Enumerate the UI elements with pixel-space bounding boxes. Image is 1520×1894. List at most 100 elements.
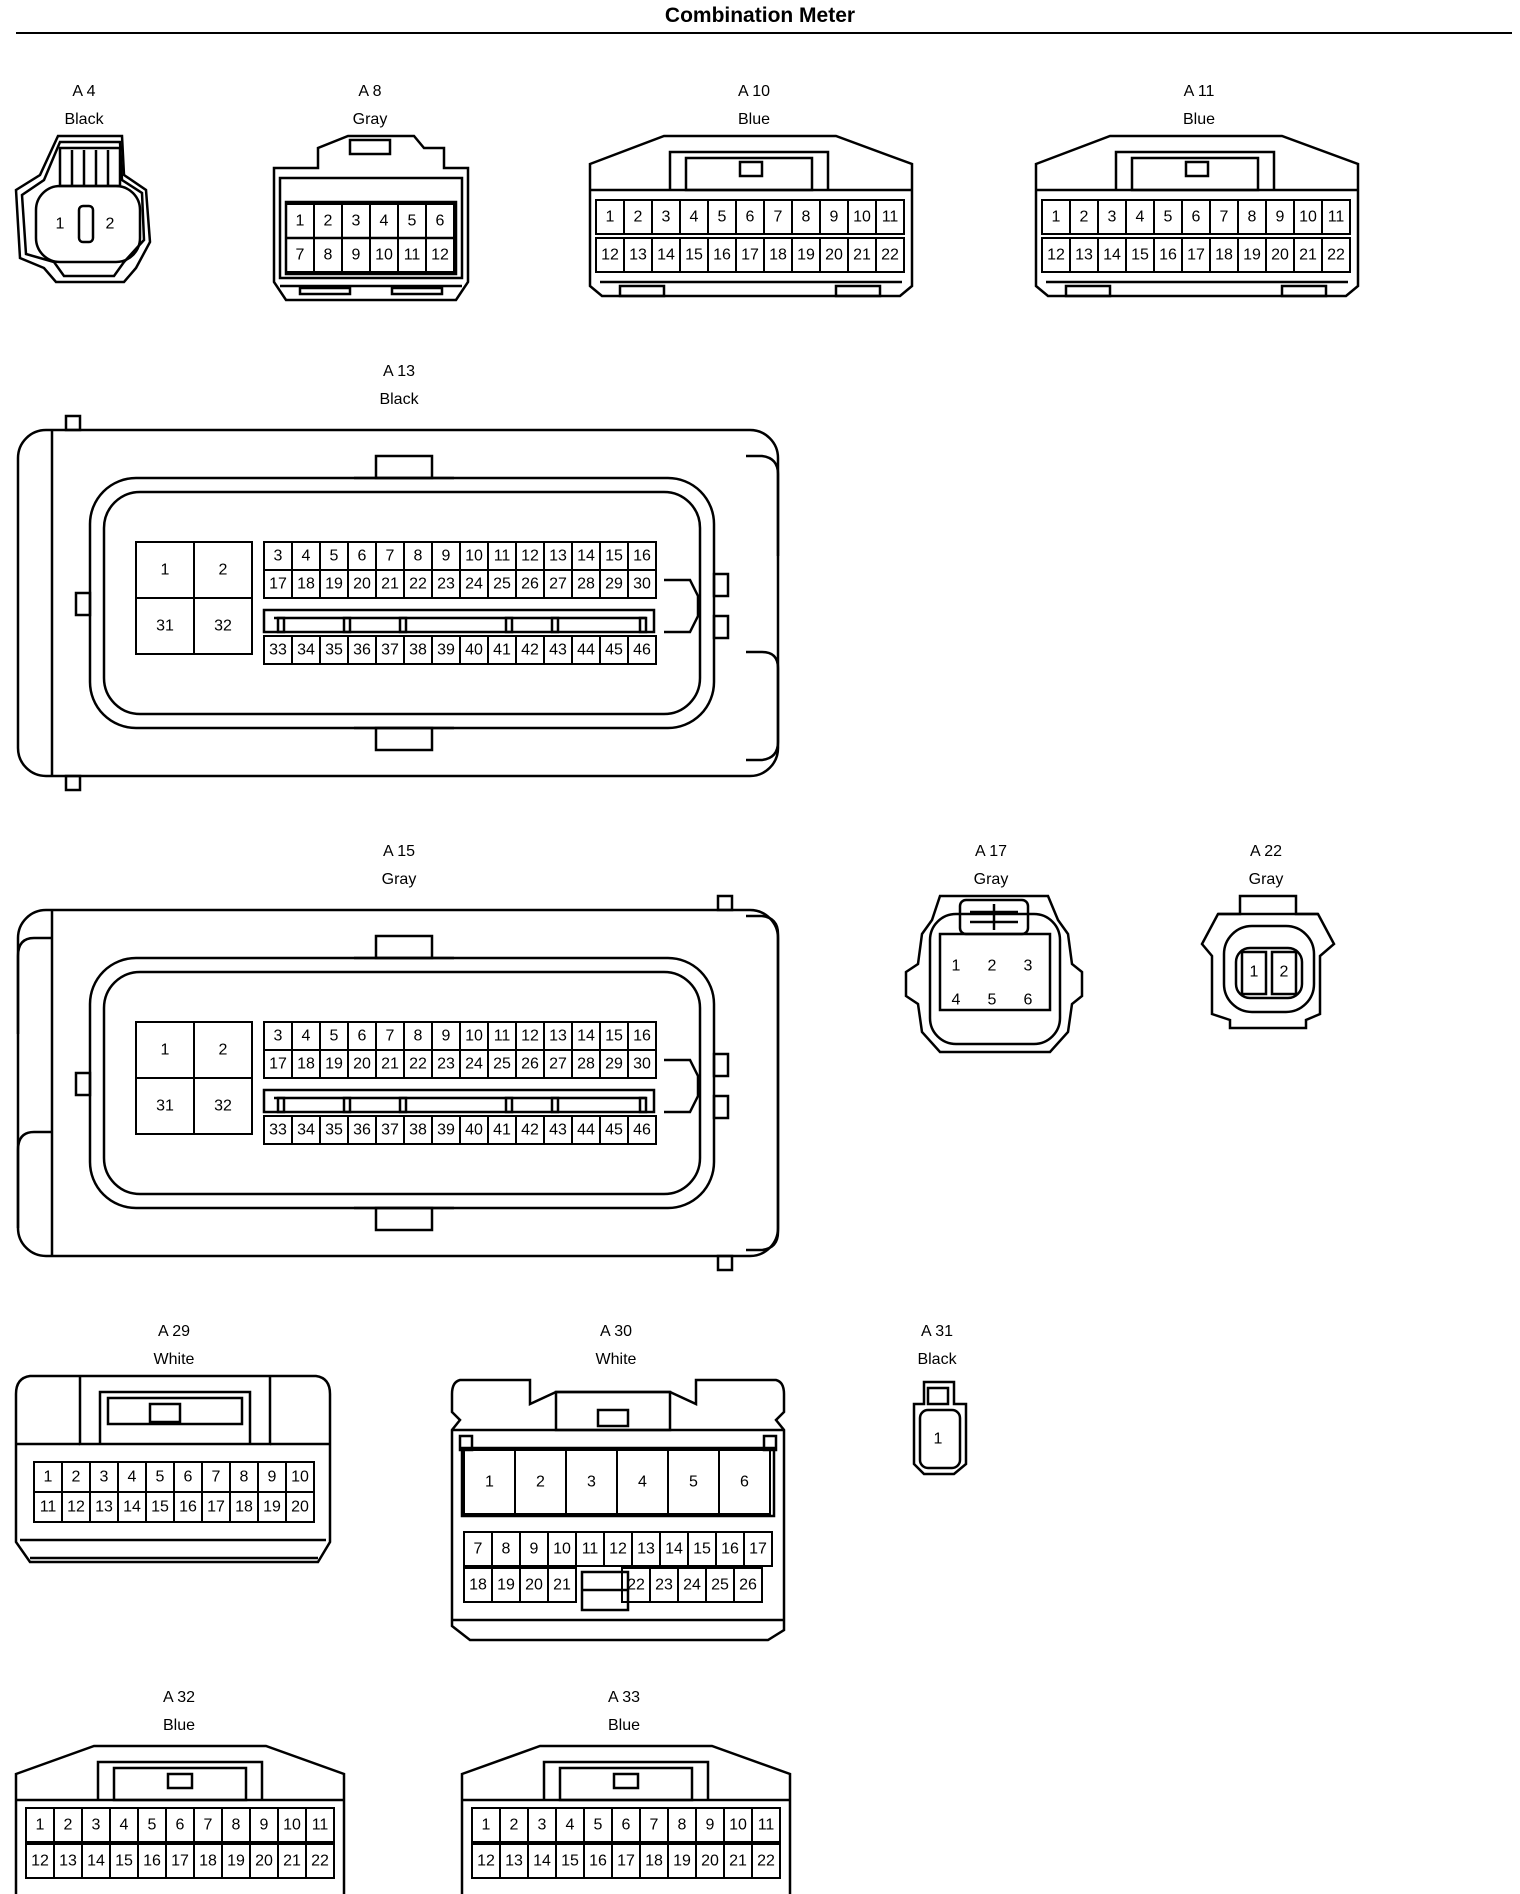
pin-11: 11 (33, 1491, 63, 1523)
pin-3: 3 (263, 541, 293, 571)
pin-label: 10 (853, 209, 871, 226)
pin-19: 19 (319, 1049, 349, 1079)
pin-label: 21 (729, 1853, 747, 1870)
connector-a30-label: A 30 White (536, 1318, 696, 1374)
pin-4: 4 (1125, 199, 1155, 235)
pin-label: 9 (830, 209, 839, 226)
pin-label: 46 (633, 642, 651, 659)
pin-26: 26 (515, 1049, 545, 1079)
pin-15: 15 (109, 1843, 139, 1879)
pin-6: 6 (1181, 199, 1211, 235)
pin-label: 6 (746, 209, 755, 226)
pin-label: 5 (408, 213, 417, 230)
pin-26: 26 (515, 569, 545, 599)
pin-17: 17 (201, 1491, 231, 1523)
pin-label: 14 (577, 1028, 595, 1045)
pin-11: 11 (487, 1021, 517, 1051)
pin-12: 12 (471, 1843, 501, 1879)
pin-31: 31 (135, 1077, 195, 1135)
pin-20: 20 (519, 1567, 549, 1603)
pin-1: 1 (1041, 199, 1071, 235)
connector-a15 (16, 894, 780, 1272)
pin-37: 37 (375, 1115, 405, 1145)
pin-8: 8 (1237, 199, 1267, 235)
pin-27: 27 (543, 1049, 573, 1079)
pin-2: 2 (313, 203, 343, 239)
pin-18: 18 (463, 1567, 493, 1603)
pin-14: 14 (571, 1021, 601, 1051)
pin-label: 3 (1108, 209, 1117, 226)
pin-31: 31 (135, 597, 195, 655)
connector-color: Blue (607, 1717, 641, 1734)
pin-16: 16 (583, 1843, 613, 1879)
pin-label: 33 (269, 1122, 287, 1139)
pin-label: 6 (176, 1817, 185, 1834)
pin-label: 45 (605, 1122, 623, 1139)
pin-label: 37 (381, 642, 399, 659)
pin-24: 24 (459, 569, 489, 599)
pin-4: 4 (291, 1021, 321, 1051)
pin-label: 3 (352, 213, 361, 230)
pin-label: 19 (227, 1853, 245, 1870)
pin-label: 35 (325, 1122, 343, 1139)
connector-id: A 22 (1249, 843, 1283, 860)
pin-label: 39 (437, 642, 455, 659)
pin-label: 9 (268, 1469, 277, 1486)
pin-label: 17 (171, 1853, 189, 1870)
pin-label: 2 (219, 1042, 228, 1059)
pin-38: 38 (403, 635, 433, 665)
pin-label: 7 (1220, 209, 1229, 226)
pin-30: 30 (627, 569, 657, 599)
pin-label: 17 (749, 1541, 767, 1558)
pin-37: 37 (375, 635, 405, 665)
pin-label: 7 (386, 548, 395, 565)
pin-1: 1 (471, 1807, 501, 1843)
pin-label: 40 (465, 1122, 483, 1139)
connector-color: Black (379, 391, 419, 408)
connector-id: A 13 (382, 363, 416, 380)
pin-13: 13 (543, 541, 573, 571)
pin-3: 3 (89, 1461, 119, 1493)
pin-5: 5 (988, 992, 997, 1009)
pin-3: 3 (527, 1807, 557, 1843)
connector-id: A 30 (599, 1323, 633, 1340)
pin-15: 15 (555, 1843, 585, 1879)
pin-label: 9 (442, 1028, 451, 1045)
connector-a13 (16, 414, 780, 792)
pin-label: 10 (465, 548, 483, 565)
pin-14: 14 (117, 1491, 147, 1523)
pin-label: 7 (386, 1028, 395, 1045)
pin-label: 1 (296, 213, 305, 230)
pin-19: 19 (491, 1567, 521, 1603)
connector-color: White (595, 1351, 637, 1368)
pin-label: 12 (521, 548, 539, 565)
pin-9: 9 (431, 1021, 461, 1051)
pin-label: 4 (128, 1469, 137, 1486)
pin-label: 30 (633, 576, 651, 593)
pin-12: 12 (1041, 237, 1071, 273)
pin-19: 19 (221, 1843, 251, 1879)
pin-label: 6 (358, 548, 367, 565)
pin-16: 16 (627, 541, 657, 571)
pin-label: 2 (988, 958, 997, 975)
connector-a30 (450, 1378, 786, 1642)
connector-id: A 10 (737, 83, 771, 100)
pin-label: 43 (549, 642, 567, 659)
pin-label: 26 (739, 1577, 757, 1594)
pin-14: 14 (651, 237, 681, 273)
connector-a22 (1200, 894, 1336, 1030)
pin-label: 22 (1327, 247, 1345, 264)
pin-16: 16 (715, 1531, 745, 1567)
pin-label: 28 (577, 576, 595, 593)
pin-17: 17 (735, 237, 765, 273)
pin-39: 39 (431, 1115, 461, 1145)
pin-27: 27 (543, 569, 573, 599)
pin-label: 1 (56, 216, 65, 233)
pin-label: 10 (553, 1541, 571, 1558)
connector-color: White (153, 1351, 195, 1368)
connector-color: Gray (381, 871, 417, 888)
pin-5: 5 (319, 541, 349, 571)
